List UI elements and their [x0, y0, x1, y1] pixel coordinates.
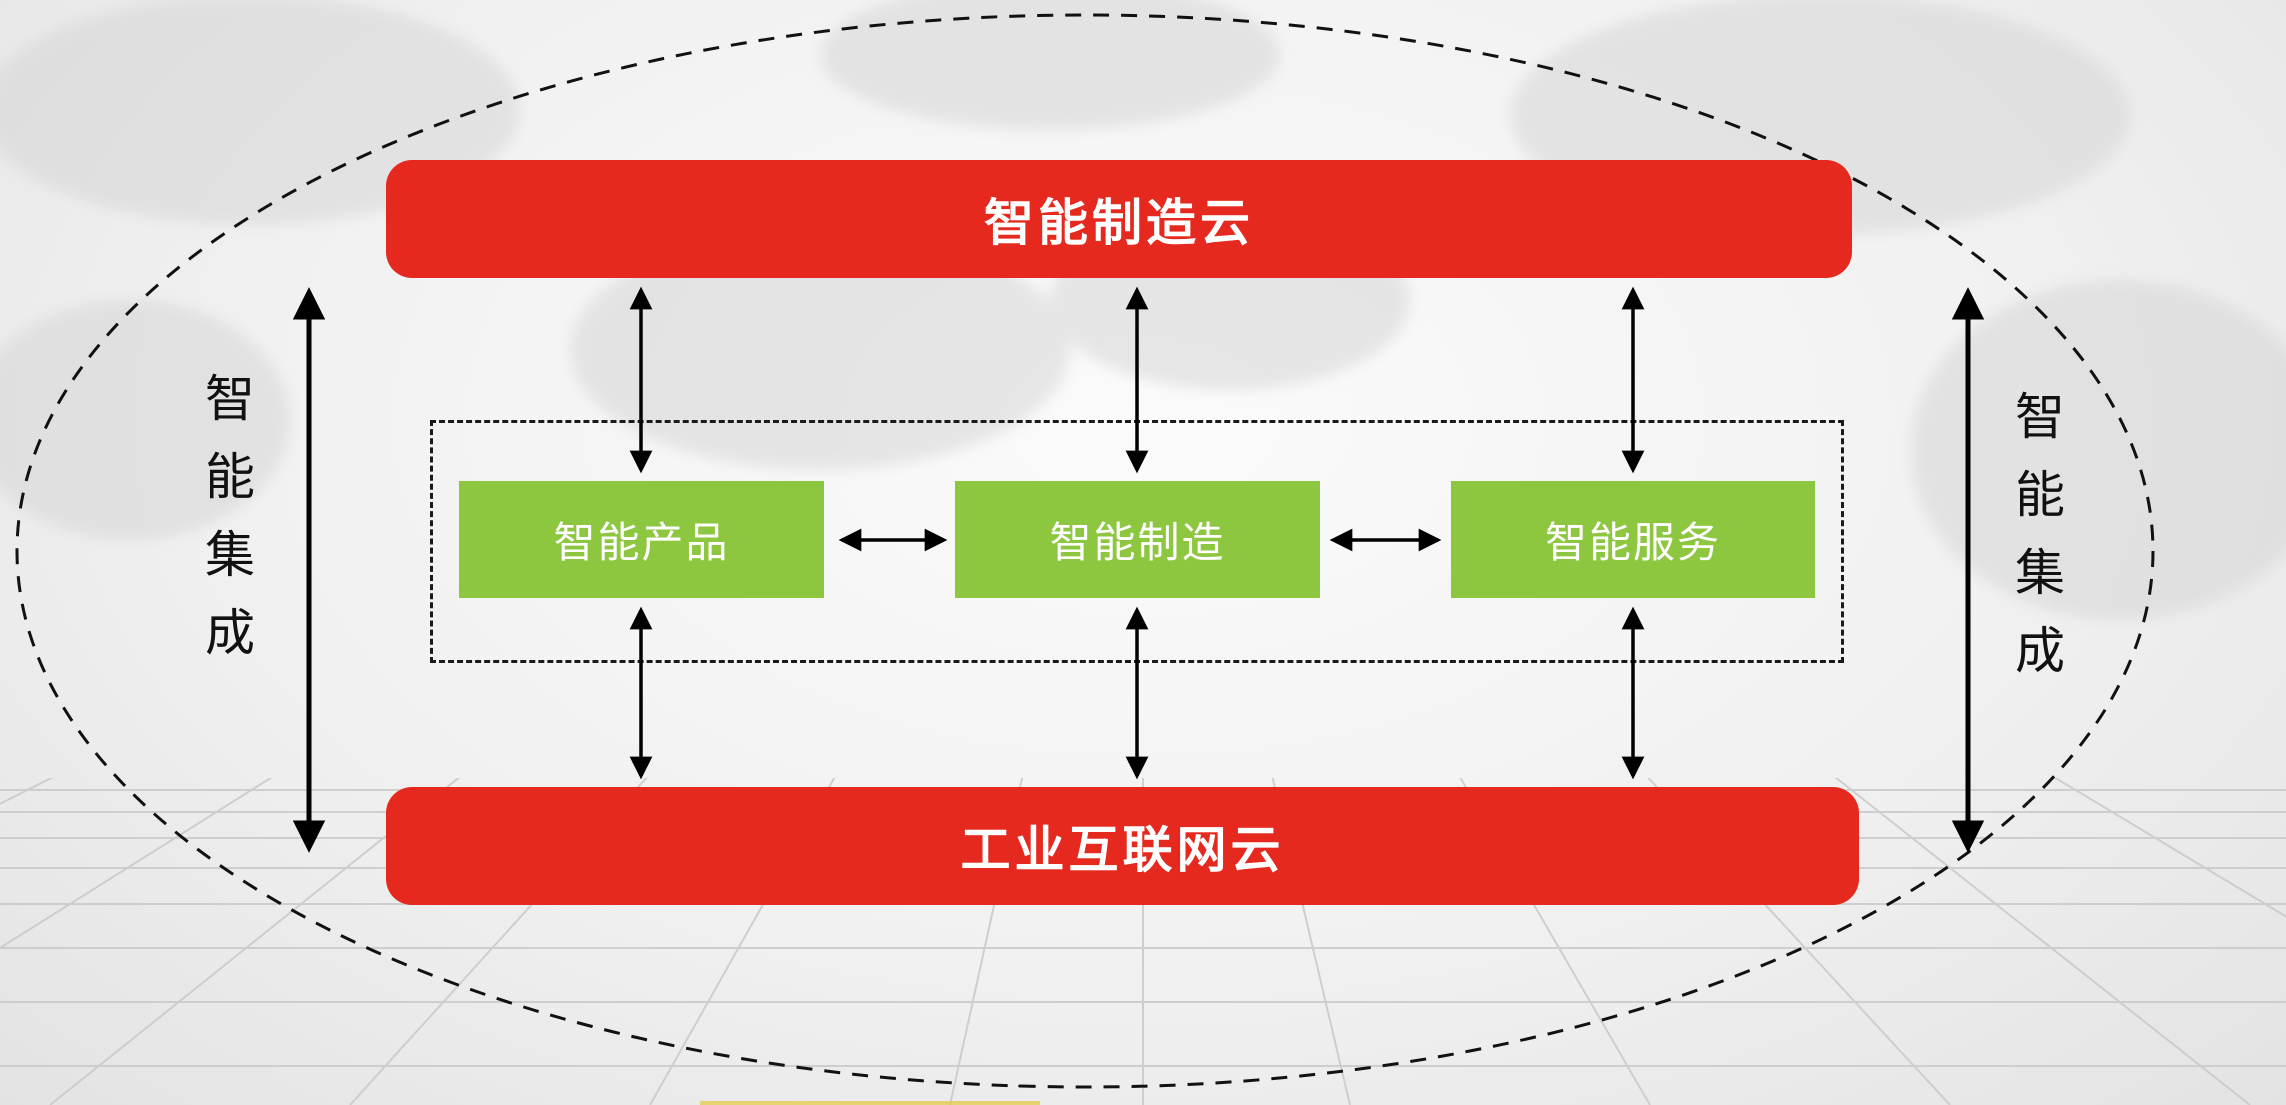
bottom-bar-industrial-internet-cloud: 工业互联网云 — [386, 787, 1859, 905]
top-bar-label: 智能制造云 — [984, 195, 1254, 251]
bottom-bar-label: 工业互联网云 — [960, 822, 1285, 878]
right-label-smart-integration: 智能集成 — [2000, 390, 2072, 702]
floor-grid — [0, 778, 2286, 1105]
box-smart-product-label: 智能产品 — [553, 519, 730, 566]
box-smart-manufacturing: 智能制造 — [955, 481, 1320, 598]
right-label-text: 智能集成 — [2008, 390, 2064, 702]
box-smart-manufacturing-label: 智能制造 — [1049, 519, 1226, 566]
bottom-accent-line — [700, 1101, 1040, 1105]
left-label-smart-integration: 智能集成 — [190, 372, 262, 684]
box-smart-product: 智能产品 — [459, 481, 824, 598]
box-smart-service: 智能服务 — [1451, 481, 1815, 598]
top-bar-smart-manufacturing-cloud: 智能制造云 — [386, 160, 1852, 278]
box-smart-service-label: 智能服务 — [1544, 519, 1721, 566]
left-label-text: 智能集成 — [198, 372, 254, 684]
